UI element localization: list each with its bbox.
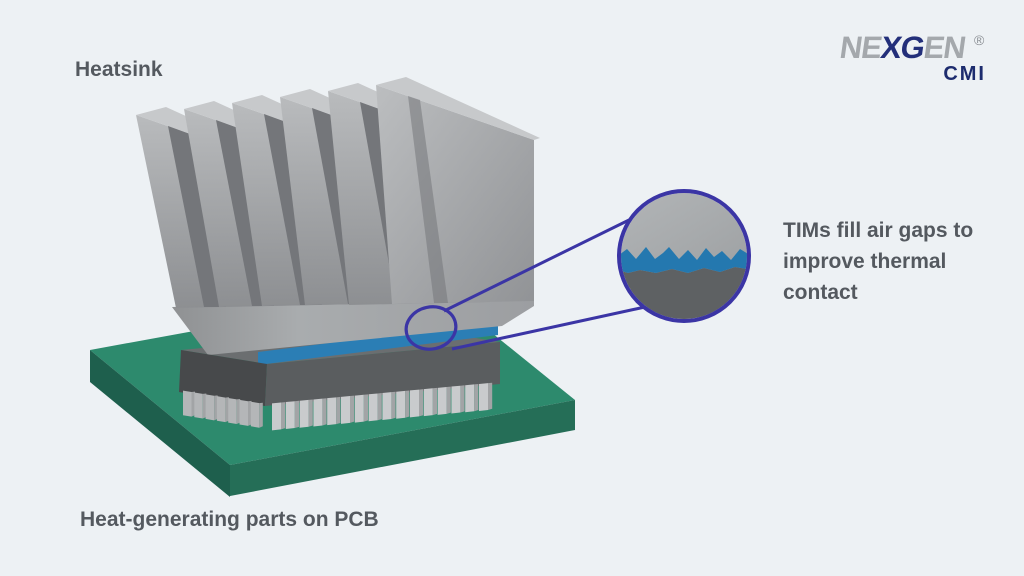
chip-pins-right: [272, 382, 493, 431]
chip-package: [179, 342, 500, 406]
chip-pin: [437, 386, 447, 415]
chip-pin: [341, 396, 350, 424]
nexgen-cmi-logo: NEXGEN ® CMI: [837, 30, 1000, 86]
chip-pin: [281, 402, 286, 430]
callout-text: TIMs fill air gaps to improve thermal co…: [783, 219, 974, 304]
chip-pin: [259, 402, 263, 428]
chip-pin: [336, 396, 341, 425]
chip-pin: [225, 397, 229, 423]
magnifier-ring: [617, 189, 751, 323]
chip-pin: [272, 402, 281, 431]
chip-pin: [419, 389, 424, 417]
heatsink-label: Heatsink: [75, 58, 163, 81]
chip-pin: [216, 396, 226, 423]
registered-trademark-icon: ®: [974, 32, 985, 48]
chip-pin: [248, 400, 252, 426]
chip-pin: [363, 394, 368, 422]
chip-pin: [396, 390, 406, 419]
chip-pins-left: [183, 390, 263, 428]
chip-pin: [250, 401, 260, 428]
chip-pin: [183, 390, 192, 417]
chip-pin: [205, 394, 215, 421]
chip-pin: [308, 399, 313, 427]
chip-pin: [382, 392, 392, 421]
chip-pin: [239, 399, 248, 426]
logo-subtext: CMI: [943, 63, 986, 85]
chip-pin: [391, 391, 396, 420]
heatsink-fins: [136, 77, 540, 308]
logo-part-en: EN: [921, 30, 968, 65]
chip-pin: [191, 391, 195, 417]
chip-pin: [214, 395, 218, 421]
logo-part-xg: XG: [878, 30, 927, 65]
tim-layer: [258, 322, 498, 365]
heatsink-base: [172, 300, 534, 355]
chip-pin: [285, 401, 295, 430]
chip-pin: [327, 397, 337, 426]
chip-pin: [354, 394, 364, 423]
chip-pin: [236, 399, 241, 425]
chip-pin: [423, 388, 433, 417]
chip-pin: [451, 385, 461, 414]
chip-pin: [228, 398, 237, 425]
chip-pin: [350, 395, 355, 423]
chip-pin: [488, 382, 493, 410]
chip-pin: [377, 393, 382, 421]
chip-pin: [460, 385, 465, 413]
chip-pin: [446, 386, 451, 414]
chip-pin: [313, 398, 323, 427]
chip-pin: [202, 393, 207, 419]
chip-pin: [322, 398, 327, 426]
magnifier-source-ring: [404, 305, 458, 351]
chip-pin: [432, 387, 437, 416]
logo-part-ne: NE: [837, 30, 884, 65]
chip-pin: [410, 389, 419, 418]
chip-pin: [368, 393, 378, 422]
chip-pin: [194, 392, 203, 419]
chip-pin: [405, 390, 410, 418]
pcb-label: Heat-generating parts on PCB: [80, 508, 379, 531]
chip-pin: [465, 384, 475, 413]
chip-pin: [299, 399, 309, 428]
chip-pin: [474, 384, 479, 412]
chip-pin: [479, 383, 488, 411]
magnifier-callout: [404, 189, 751, 351]
chip-pin: [294, 400, 299, 429]
magnifier-content: [621, 193, 747, 319]
